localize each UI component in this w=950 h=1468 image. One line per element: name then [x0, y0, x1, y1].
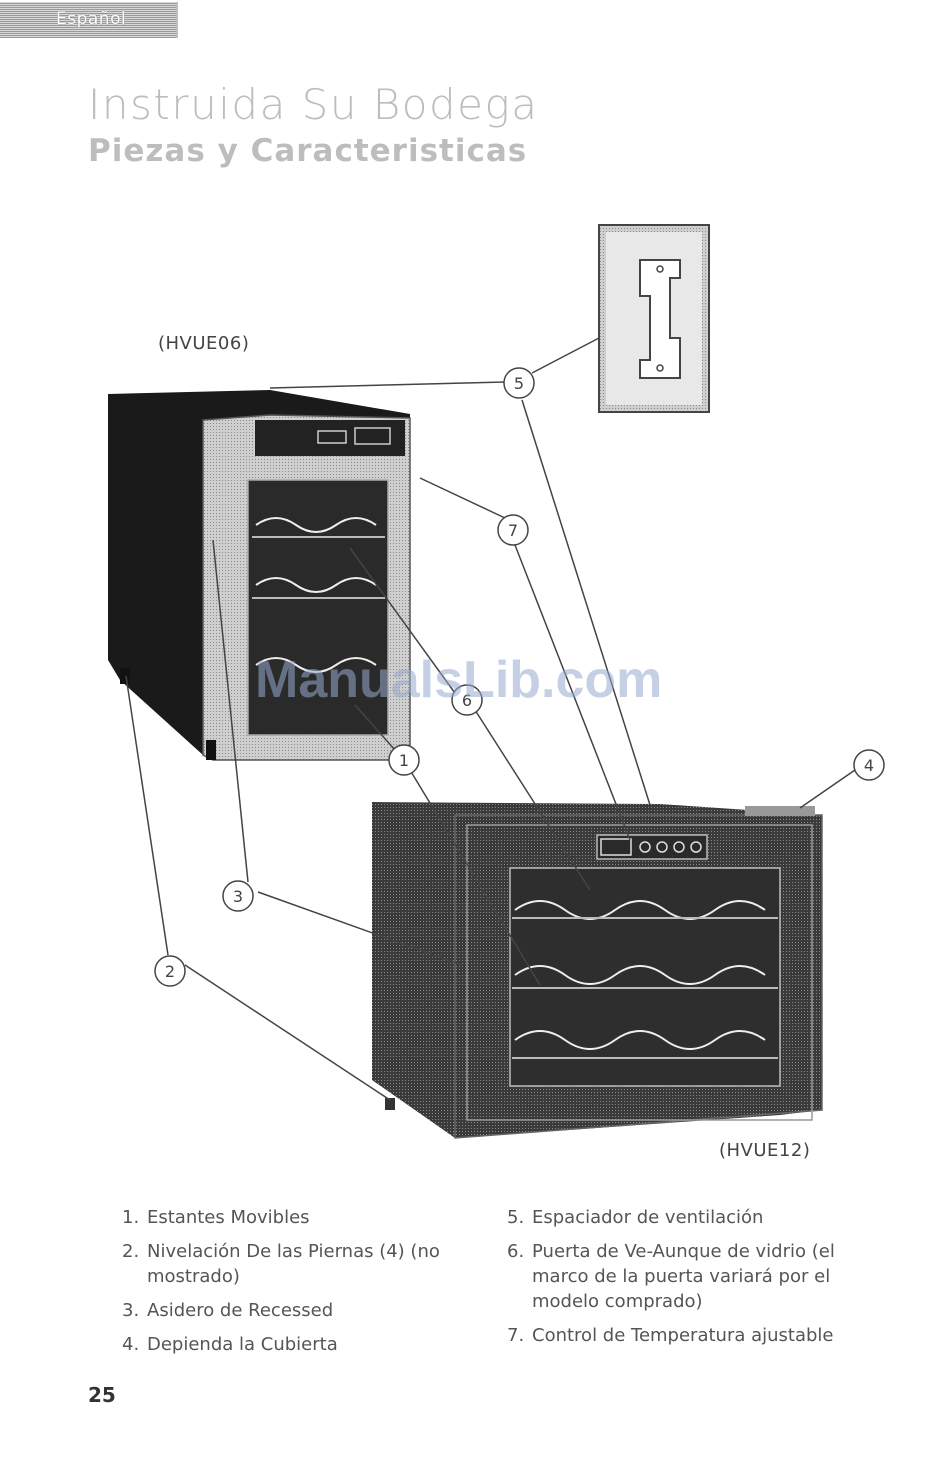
- list-item-number: 7.: [507, 1325, 525, 1346]
- watermark: ManualsLib.com: [255, 651, 663, 709]
- model-label-hvue06: (HVUE06): [158, 333, 250, 354]
- list-item-text: Asidero de Recessed: [147, 1300, 334, 1321]
- callout-4: 4: [853, 749, 885, 781]
- list-item-text: Depienda la Cubierta: [147, 1334, 338, 1355]
- parts-list-right: 5. Espaciador de ventilación 6. Puerta de …: [507, 1205, 887, 1357]
- callout-6: 6: [451, 684, 483, 716]
- list-item-number: 4.: [122, 1334, 140, 1355]
- callout-7: 7: [497, 514, 529, 546]
- callout-5: 5: [503, 367, 535, 399]
- list-item: 3. Asidero de Recessed: [122, 1298, 482, 1323]
- list-item-number: 3.: [122, 1300, 140, 1321]
- list-item: 4. Depienda la Cubierta: [122, 1332, 482, 1357]
- list-item-text: Control de Temperatura ajustable: [532, 1325, 834, 1346]
- list-item: 7. Control de Temperatura ajustable: [507, 1323, 887, 1348]
- callout-3-label: 3: [233, 887, 243, 906]
- callout-2-label: 2: [165, 962, 175, 981]
- page-title: Instruida Su Bodega: [88, 80, 539, 129]
- page-number: 25: [88, 1383, 116, 1407]
- callout-7-label: 7: [508, 521, 518, 540]
- list-item-number: 1.: [122, 1207, 140, 1228]
- list-item-number: 5.: [507, 1207, 525, 1228]
- cooler-hvue06: [108, 390, 411, 761]
- callout-1-label: 1: [399, 751, 409, 770]
- page-subtitle: Piezas y Caracteristicas: [88, 133, 528, 169]
- leader-lines: [125, 337, 856, 1101]
- list-item-number: 2.: [122, 1241, 140, 1262]
- list-item-text: Estantes Movibles: [147, 1207, 310, 1228]
- list-item-number: 6.: [507, 1241, 525, 1262]
- list-item-text: Nivelación De las Piernas (4) (no mostra…: [147, 1241, 440, 1287]
- callout-2: 2: [154, 955, 186, 987]
- callout-6-label: 6: [462, 691, 472, 710]
- list-item-text: Puerta de Ve-Aunque de vidrio (el marco …: [532, 1241, 835, 1312]
- callout-4-label: 4: [864, 756, 874, 775]
- parts-list-left: 1. Estantes Movibles 2. Nivelación De las …: [122, 1205, 482, 1366]
- list-item: 5. Espaciador de ventilación: [507, 1205, 887, 1230]
- vent-spacer-inset: [598, 224, 710, 413]
- callout-5-label: 5: [514, 374, 524, 393]
- list-item: 6. Puerta de Ve-Aunque de vidrio (el marc…: [507, 1239, 887, 1314]
- model-label-hvue12: (HVUE12): [719, 1140, 811, 1161]
- language-tab: Español: [0, 2, 178, 38]
- callout-3: 3: [222, 880, 254, 912]
- list-item: 2. Nivelación De las Piernas (4) (no most…: [122, 1239, 482, 1289]
- list-item: 1. Estantes Movibles: [122, 1205, 482, 1230]
- callout-1: 1: [388, 744, 420, 776]
- cooler-hvue12: [372, 802, 823, 1139]
- language-tab-label: Español: [56, 9, 127, 29]
- list-item-text: Espaciador de ventilación: [532, 1207, 764, 1228]
